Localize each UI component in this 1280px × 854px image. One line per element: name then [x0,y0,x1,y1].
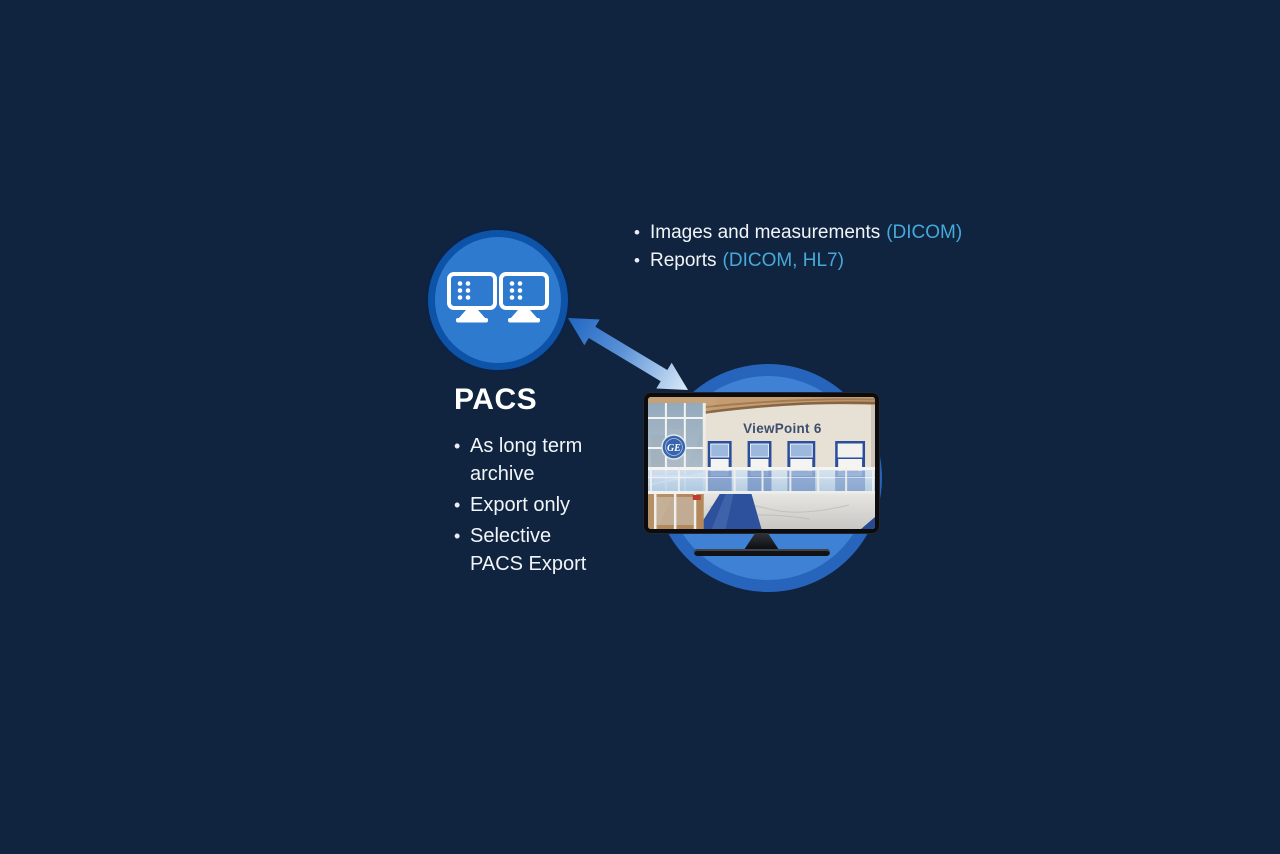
dual-monitor-icon [447,272,549,323]
dataflow-list: • Images and measurements(DICOM) • Repor… [634,219,962,275]
ge-logo-text: GE [667,443,681,454]
monitor-stand [744,533,779,550]
red-sign [692,495,701,500]
monitor-frame: GE ViewPoint 6 [643,392,880,534]
monitor-base [694,549,830,556]
list-item: • Images and measurements(DICOM) [634,219,962,247]
pacs-label: PACS [454,383,538,416]
list-item: • Selective PACS Export [454,522,586,578]
pacs-item-label: Selective PACS Export [470,525,587,575]
flow-item-protocol: (DICOM, HL7) [722,250,844,271]
double-arrow-icon [568,318,688,390]
viewpoint-screen: GE ViewPoint 6 [648,397,875,529]
list-item: • Export only [454,491,586,519]
flow-item-label: Images and measurements [650,222,881,243]
foreground-railing [648,491,704,529]
bullet-icon: • [634,223,640,242]
list-item: • As long term archive [454,432,586,488]
pacs-item-label: As long term archive [470,435,583,485]
bullet-icon: • [454,495,461,515]
list-item: • Reports(DICOM, HL7) [634,247,962,275]
bullet-icon: • [634,251,640,270]
ge-logo: GE [661,434,687,460]
showroom-floor [697,493,875,529]
pacs-bullet-list: • As long term archive • Export only • S… [454,432,586,581]
flow-item-protocol: (DICOM) [886,222,963,243]
bullet-icon: • [454,436,461,456]
viewpoint-wall-title: ViewPoint 6 [743,421,821,436]
bullet-icon: • [454,526,461,546]
pacs-item-label: Export only [470,494,571,516]
pacs-node-circle [428,230,568,370]
glass-walkway [648,467,875,494]
flow-item-label: Reports [650,250,717,271]
